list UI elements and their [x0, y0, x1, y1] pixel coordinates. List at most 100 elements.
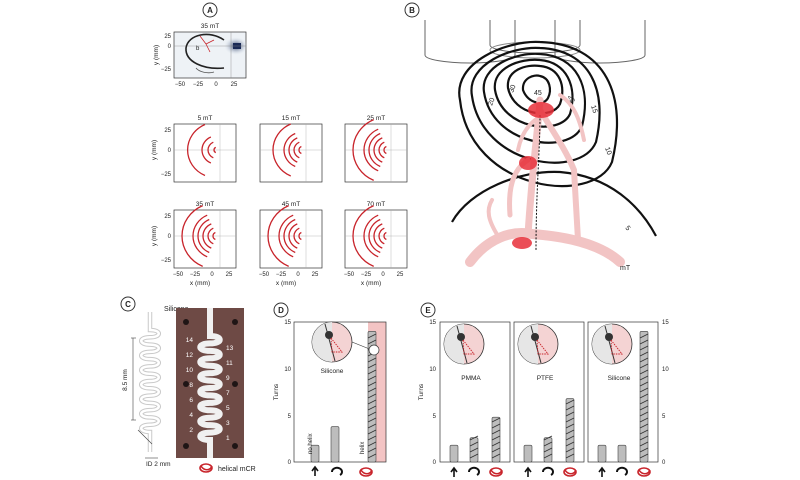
field-plot-title: 70 mT: [367, 201, 385, 208]
bar-label-no-helix: no helix: [308, 433, 314, 454]
helical-mcr-icon: [199, 463, 213, 473]
ytick-label: 25: [164, 128, 171, 134]
xtick-label: 25: [312, 272, 319, 278]
xtick-label: −25: [361, 272, 372, 278]
field-arc: [272, 123, 291, 177]
svg-text:15: 15: [429, 320, 436, 326]
field-arc: [363, 128, 379, 172]
field-plot-3: 25 mT: [344, 115, 408, 183]
field-arc: [267, 205, 289, 267]
svg-text:10: 10: [284, 367, 291, 373]
xtick-label: −25: [190, 272, 201, 278]
xtick-label: −50: [344, 272, 355, 278]
svg-text:15: 15: [589, 104, 598, 114]
bar: [449, 444, 459, 463]
svg-text:−25: −25: [161, 67, 172, 73]
field-arc: [378, 227, 385, 245]
chart-e-material: PMMA: [461, 375, 481, 382]
bar: [469, 435, 479, 463]
bar: [543, 435, 553, 463]
chart-e-subplot-3: Silicone: [587, 321, 659, 477]
top-plot-title: 35 mT: [201, 23, 219, 30]
svg-text:15: 15: [662, 320, 669, 326]
plate-number: 3: [226, 420, 230, 427]
panel-a-letter: A: [207, 6, 213, 15]
svg-text:5: 5: [623, 225, 631, 233]
svg-text:0: 0: [288, 460, 292, 466]
panel-c-letter: C: [125, 300, 131, 309]
plate-number: 10: [186, 367, 194, 374]
panel-a-top-plot: 35 mT b y (mm) 25 0 −25 −50 −25 0 25: [153, 23, 248, 88]
chart-e-material: PTFE: [537, 375, 554, 382]
xtick-label: 0: [210, 272, 214, 278]
panel-d: D Turns 15 10 5 0 no helix helix Silicon…: [273, 302, 387, 477]
rotate-icon: [468, 466, 480, 476]
svg-text:25: 25: [231, 82, 238, 88]
field-plot-title: 35 mT: [196, 201, 214, 208]
ytick-label: −25: [161, 258, 172, 264]
chart-e-ylabel: Turns: [418, 383, 425, 400]
field-arc: [278, 214, 294, 258]
panel-d-badge: D: [273, 302, 289, 318]
field-arc: [192, 214, 208, 258]
chart-d-bars: [310, 331, 377, 463]
field-arc: [288, 223, 298, 249]
plate-number: 2: [189, 427, 193, 434]
field-arc: [293, 141, 300, 159]
field-arc: [288, 137, 298, 163]
up-arrow-icon: [598, 466, 606, 477]
robot-blobs: [512, 102, 554, 249]
chart-d-ylabel: Turns: [273, 383, 280, 400]
field-arc: [373, 137, 383, 163]
ytick-label: 25: [164, 214, 171, 220]
chart-d-frame: [293, 321, 387, 463]
plate-number: 14: [186, 337, 194, 344]
svg-text:10: 10: [603, 146, 612, 156]
svg-text:5: 5: [662, 414, 666, 420]
plate-number: 6: [189, 397, 193, 404]
field-arc: [373, 223, 383, 249]
ytick-label: 0: [168, 148, 172, 154]
dim-length-label: 8.5 mm: [122, 369, 129, 391]
xtick-label: 0: [381, 272, 385, 278]
field-arc: [363, 214, 379, 258]
field-arc: [181, 205, 203, 267]
field-arc: [207, 227, 214, 245]
chart-e-yticks-right: 15 10 5 0: [662, 320, 669, 466]
bar-label-helix: helix: [360, 442, 366, 454]
chart-d-icons: [311, 465, 373, 477]
svg-text:45: 45: [534, 90, 542, 97]
chart-d-material: Silicone: [321, 368, 344, 375]
svg-text:0: 0: [168, 44, 172, 50]
field-arc: [293, 227, 300, 245]
rotate-icon: [542, 466, 554, 476]
xlabel-3: x (mm): [361, 280, 381, 287]
chart-d-yticks: 15 10 5 0: [284, 320, 291, 466]
field-arc: [212, 231, 216, 241]
ytick-label: 0: [168, 234, 172, 240]
svg-text:0: 0: [433, 460, 437, 466]
ytick-label: −25: [161, 172, 172, 178]
helical-mcr-icon: [637, 467, 651, 477]
bar: [617, 444, 627, 463]
plate-number: 8: [189, 382, 193, 389]
up-arrow-icon: [311, 465, 319, 476]
xlabel-2: x (mm): [276, 280, 296, 287]
up-arrow-icon: [524, 466, 532, 477]
plate-number: 4: [189, 412, 193, 419]
panel-e-badge: E: [420, 302, 436, 318]
field-plot-title: 25 mT: [367, 115, 385, 122]
field-plot-2: 15 mT: [259, 115, 323, 183]
rotate-icon: [331, 466, 343, 476]
dim-id-label: ID 2 mm: [146, 461, 171, 468]
bar: [523, 444, 533, 463]
field-arc: [368, 132, 381, 168]
field-arc: [283, 218, 296, 254]
row1-ylabel: y (mm): [151, 140, 158, 160]
panel-a-badge: A: [202, 2, 218, 18]
plate-number: 11: [226, 360, 233, 367]
